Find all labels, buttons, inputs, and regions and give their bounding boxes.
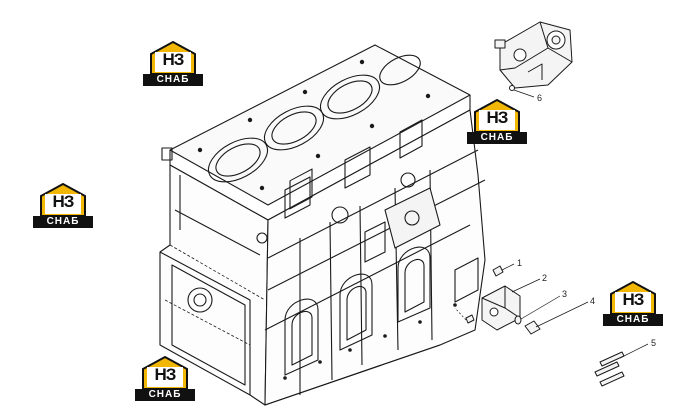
watermark-logo: НЗ СНАБ xyxy=(467,98,527,148)
logo-monogram: НЗ xyxy=(52,192,75,211)
house-logo-icon xyxy=(610,280,656,314)
watermark-logo: НЗ СНАБ xyxy=(33,182,93,232)
watermark-logo: НЗ СНАБ xyxy=(143,40,203,90)
part-5-bolt-b xyxy=(594,361,620,377)
part-4-fitting xyxy=(524,320,541,335)
callout-5: 5 xyxy=(651,338,656,348)
pump-assembly xyxy=(494,21,573,91)
callout-1: 1 xyxy=(517,258,522,268)
house-logo-icon xyxy=(474,98,520,132)
part-3-washer xyxy=(514,315,522,325)
leader-line-6 xyxy=(513,89,535,98)
logo-name: СНАБ xyxy=(135,389,195,401)
exploded-parts xyxy=(465,265,625,387)
logo-monogram: НЗ xyxy=(486,108,509,127)
engine-block xyxy=(159,44,486,406)
logo-name: СНАБ xyxy=(33,216,93,228)
watermark-logo: НЗ СНАБ xyxy=(135,355,195,405)
logo-name: СНАБ xyxy=(603,314,663,326)
logo-monogram: НЗ xyxy=(622,290,645,309)
house-logo-icon xyxy=(150,40,196,74)
leader-lines xyxy=(454,263,649,359)
house-logo-icon xyxy=(142,355,188,389)
callout-4: 4 xyxy=(590,296,595,306)
logo-name: СНАБ xyxy=(467,132,527,144)
part-1-screw xyxy=(492,265,504,277)
callout-3: 3 xyxy=(562,289,567,299)
logo-monogram: НЗ xyxy=(154,365,177,384)
house-logo-icon xyxy=(40,182,86,216)
watermark-logo: НЗ СНАБ xyxy=(603,280,663,330)
part-5-bolt-c xyxy=(599,371,625,387)
callout-6: 6 xyxy=(537,93,542,103)
logo-monogram: НЗ xyxy=(162,50,185,69)
callout-2: 2 xyxy=(542,273,547,283)
logo-name: СНАБ xyxy=(143,74,203,86)
